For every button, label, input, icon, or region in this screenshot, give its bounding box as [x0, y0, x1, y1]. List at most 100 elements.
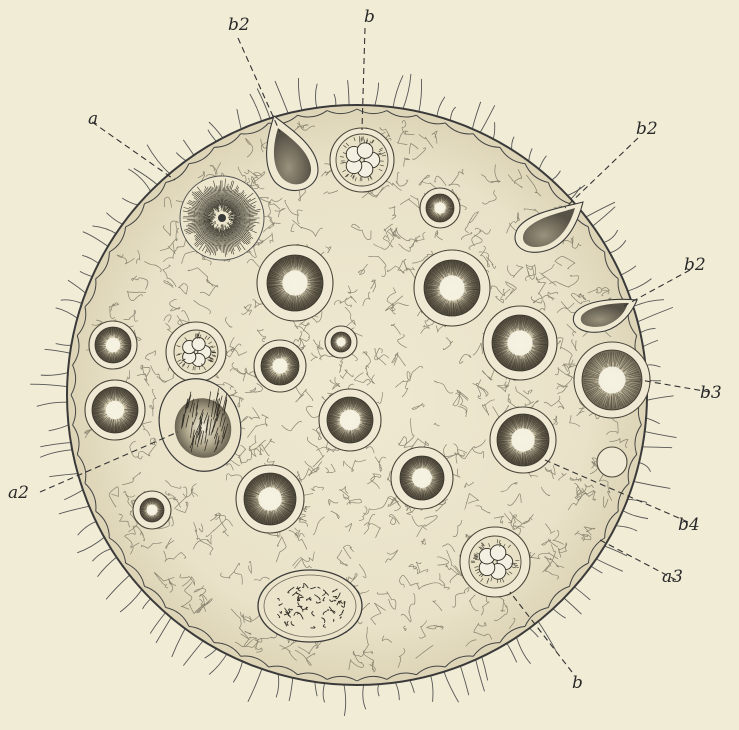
vesicle — [460, 527, 530, 597]
vesicle — [391, 447, 453, 509]
cilium — [645, 396, 674, 401]
label-b-top: b — [364, 7, 375, 27]
cilium — [209, 122, 224, 140]
cilium — [594, 558, 622, 571]
cilium — [78, 521, 98, 535]
vesicle — [319, 389, 381, 451]
cilium — [289, 676, 293, 701]
cilium — [250, 94, 262, 123]
cilium — [150, 611, 166, 634]
label-a3: a3 — [662, 567, 683, 587]
cilium — [621, 510, 648, 519]
vesicle — [325, 326, 357, 358]
vesicle — [597, 447, 627, 477]
vesicle — [133, 491, 171, 529]
cilium — [61, 300, 84, 304]
cilium — [275, 81, 289, 115]
cilium — [183, 639, 204, 665]
cilium — [233, 660, 243, 683]
cilium — [172, 627, 186, 657]
cilium — [156, 616, 172, 643]
cilium — [237, 109, 242, 131]
cilium — [626, 279, 652, 292]
cilium — [49, 474, 80, 477]
cilium — [83, 232, 110, 248]
label-a: a — [88, 109, 98, 129]
cilium — [68, 280, 87, 294]
cilium — [506, 642, 517, 663]
cilium — [348, 80, 350, 107]
label-b2-right-lower: b2 — [684, 255, 706, 275]
cilium — [472, 102, 481, 131]
cilium — [106, 213, 124, 225]
cilium — [636, 307, 673, 322]
cilium — [460, 664, 469, 695]
cilium — [40, 450, 74, 458]
vesicle — [166, 322, 226, 382]
vesicle — [330, 128, 394, 192]
vesicle — [85, 380, 145, 440]
cilium — [134, 168, 159, 186]
cilium — [584, 202, 615, 218]
cilium — [643, 431, 677, 437]
cilium — [640, 447, 672, 448]
cilium — [59, 506, 91, 514]
cilium — [563, 597, 582, 614]
cilium — [40, 443, 73, 447]
cilium — [363, 683, 366, 709]
cilium — [419, 79, 422, 114]
cilium — [626, 499, 648, 502]
vesicle — [236, 465, 304, 533]
cilium — [608, 240, 626, 253]
cilium — [437, 97, 445, 119]
cilium — [120, 588, 143, 612]
cilium — [183, 140, 195, 157]
cilium — [276, 672, 279, 697]
label-b-bottom: b — [572, 673, 583, 693]
label-a2: a2 — [8, 483, 29, 503]
vesicle — [490, 407, 556, 473]
cilium — [248, 667, 263, 702]
vesicle — [414, 250, 490, 326]
cilium — [37, 402, 69, 406]
cilium — [602, 230, 618, 243]
radial-vesicle-a — [180, 176, 264, 260]
nucleus-body — [258, 570, 362, 642]
cilium — [64, 489, 84, 500]
cilium — [479, 105, 495, 134]
cilium — [92, 548, 113, 561]
cilium — [323, 681, 325, 702]
cilium — [147, 145, 171, 175]
cilium — [41, 372, 70, 375]
cilium — [591, 207, 615, 228]
cilium — [603, 545, 627, 556]
label-b4: b4 — [678, 515, 700, 535]
cilium — [106, 574, 131, 600]
cilium — [537, 620, 557, 653]
cilium — [82, 255, 100, 264]
cilium — [209, 652, 228, 674]
cilium — [481, 655, 487, 681]
vesicle — [254, 340, 306, 392]
cilium — [573, 586, 590, 600]
cilium — [402, 74, 411, 111]
cilium — [45, 349, 72, 353]
vesicle — [420, 188, 460, 228]
cilium — [49, 424, 71, 431]
vesicle — [574, 342, 650, 418]
cilium — [430, 674, 433, 702]
label-b3: b3 — [700, 383, 722, 403]
vesicle — [483, 306, 557, 380]
label-b2-right-upper: b2 — [636, 119, 658, 139]
cilium — [374, 83, 378, 108]
vesicle — [257, 245, 333, 321]
cilium — [632, 481, 670, 488]
label-b2-top: b2 — [228, 15, 250, 35]
cilium — [344, 683, 346, 716]
cilium — [315, 84, 317, 110]
cilium — [516, 635, 531, 663]
cilium — [97, 556, 118, 577]
vesicle — [89, 321, 137, 369]
cilium — [298, 78, 302, 112]
